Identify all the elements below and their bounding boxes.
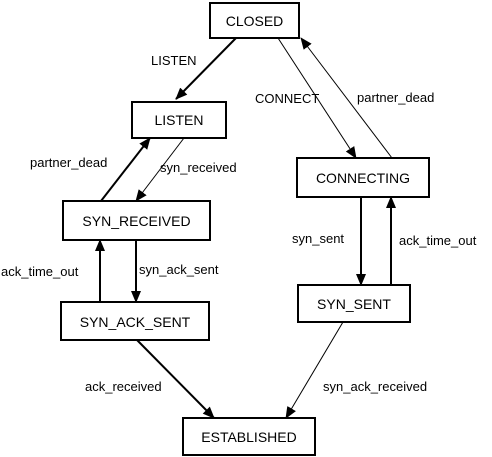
state-closed-label: CLOSED [226, 13, 284, 29]
state-established: ESTABLISHED [182, 417, 316, 456]
state-listen: LISTEN [131, 101, 227, 139]
edge-closed-to-connecting [277, 37, 357, 159]
state-closed: CLOSED [209, 2, 300, 39]
label-closed-to-connecting: CONNECT [255, 91, 319, 106]
label-closed-to-listen: LISTEN [151, 53, 197, 68]
state-connecting-label: CONNECTING [316, 170, 410, 186]
state-established-label: ESTABLISHED [201, 429, 296, 445]
state-syn-sent-label: SYN_SENT [317, 296, 391, 312]
state-syn-ack-sent: SYN_ACK_SENT [60, 301, 210, 341]
state-syn-ack-sent-label: SYN_ACK_SENT [80, 314, 191, 330]
state-syn-received: SYN_RECEIVED [62, 200, 211, 241]
edge-syn-ack-sent-to-established [136, 339, 215, 419]
label-listen-to-syn-received: syn_received [160, 160, 237, 175]
state-syn-sent: SYN_SENT [297, 284, 411, 323]
label-syn-received-to-syn-ack-sent: syn_ack_sent [139, 262, 219, 277]
state-syn-received-label: SYN_RECEIVED [82, 213, 190, 229]
state-listen-label: LISTEN [154, 112, 203, 128]
edge-listen-to-syn-received [135, 137, 185, 202]
edge-closed-to-listen [175, 37, 237, 100]
label-connecting-to-syn-sent: syn_sent [292, 231, 344, 246]
label-syn-sent-to-established: syn_ack_received [323, 379, 427, 394]
label-syn-sent-to-connecting: ack_time_out [399, 233, 477, 248]
label-connecting-to-closed: partner_dead [357, 90, 434, 105]
edge-syn-sent-to-established [285, 321, 344, 419]
label-syn-ack-sent-to-syn-received: ack_time_out [1, 264, 79, 279]
label-syn-ack-sent-to-established: ack_received [85, 379, 162, 394]
state-connecting: CONNECTING [296, 157, 430, 198]
edge-connecting-to-closed [300, 37, 393, 159]
edge-syn-received-to-listen [100, 137, 151, 202]
label-syn-received-to-listen: partner_dead [30, 155, 107, 170]
